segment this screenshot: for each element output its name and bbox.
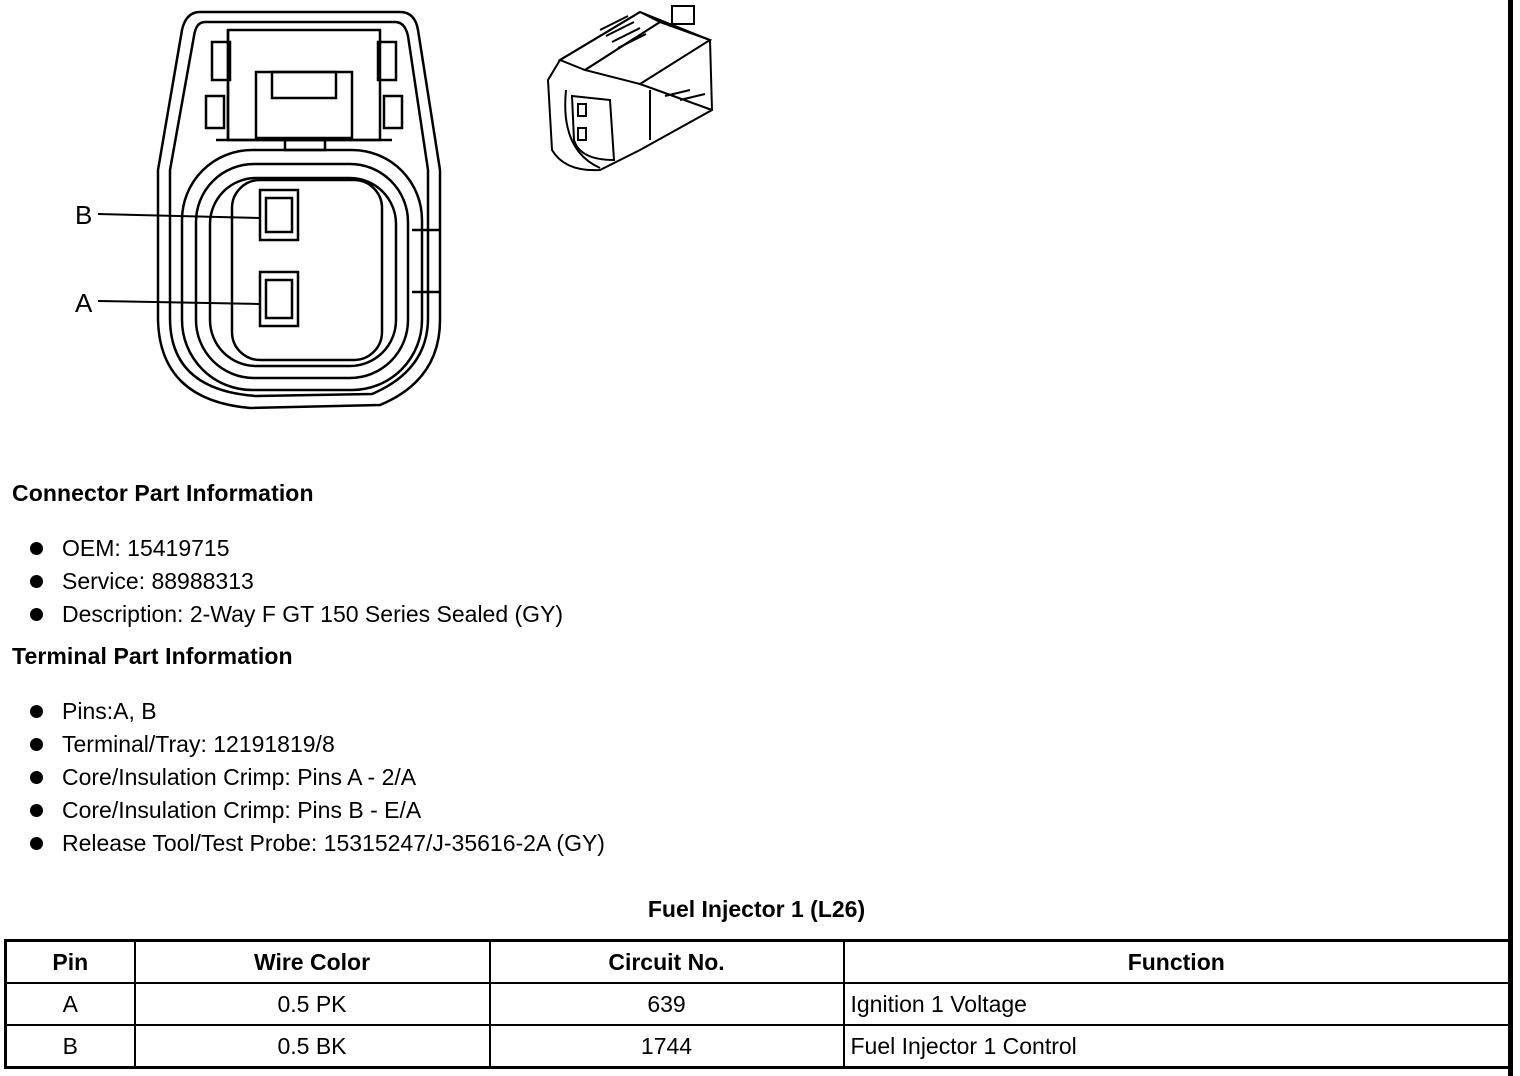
cell-circuit-no: 639 xyxy=(488,982,845,1026)
table-header-row: Pin Wire Color Circuit No. Function xyxy=(4,939,1511,984)
list-item: Core/Insulation Crimp: Pins B - E/A xyxy=(30,794,605,827)
table-row: B 0.5 BK 1744 Fuel Injector 1 Control xyxy=(4,1024,1511,1069)
header-function: Function xyxy=(842,939,1511,984)
bullet-icon xyxy=(30,542,43,555)
cell-wire-color: 0.5 BK xyxy=(133,1024,491,1069)
cell-function: Ignition 1 Voltage xyxy=(842,982,1511,1026)
list-item-text: Core/Insulation Crimp: Pins A - 2/A xyxy=(62,764,417,790)
table-title: Fuel Injector 1 (L26) xyxy=(647,896,866,922)
list-item: Release Tool/Test Probe: 15315247/J-3561… xyxy=(30,827,605,860)
cell-wire-color: 0.5 PK xyxy=(133,982,491,1026)
list-item: OEM: 15419715 xyxy=(30,532,563,565)
list-item: Terminal/Tray: 12191819/8 xyxy=(30,728,605,761)
list-item: Description: 2-Way F GT 150 Series Seale… xyxy=(30,598,563,631)
pin-table: Pin Wire Color Circuit No. Function A 0.… xyxy=(4,939,1511,1069)
list-item: Service: 88988313 xyxy=(30,565,563,598)
list-item-text: Core/Insulation Crimp: Pins B - E/A xyxy=(62,797,422,823)
connector-isometric-diagram xyxy=(546,5,714,172)
list-item: Pins:A, B xyxy=(30,695,605,728)
cell-circuit-no: 1744 xyxy=(488,1024,845,1069)
terminal-part-heading: Terminal Part Information xyxy=(12,643,293,669)
bullet-icon xyxy=(30,771,43,784)
list-item-text: Pins:A, B xyxy=(62,698,157,724)
table-row: A 0.5 PK 639 Ignition 1 Voltage xyxy=(4,982,1511,1026)
connector-part-heading: Connector Part Information xyxy=(12,480,314,506)
terminal-part-list: Pins:A, B Terminal/Tray: 12191819/8 Core… xyxy=(30,695,605,860)
list-item-text: Terminal/Tray: 12191819/8 xyxy=(62,731,335,757)
list-item-text: Service: 88988313 xyxy=(62,568,254,594)
pin-label-a: A xyxy=(75,288,93,318)
cell-pin: B xyxy=(4,1024,136,1069)
list-item-text: OEM: 15419715 xyxy=(62,535,230,561)
header-wire-color: Wire Color xyxy=(133,939,491,984)
connector-part-list: OEM: 15419715 Service: 88988313 Descript… xyxy=(30,532,563,631)
bullet-icon xyxy=(30,575,43,588)
list-item-text: Release Tool/Test Probe: 15315247/J-3561… xyxy=(62,830,605,856)
cell-function: Fuel Injector 1 Control xyxy=(842,1024,1511,1069)
bullet-icon xyxy=(30,608,43,621)
list-item: Core/Insulation Crimp: Pins A - 2/A xyxy=(30,761,605,794)
bullet-icon xyxy=(30,705,43,718)
list-item-text: Description: 2-Way F GT 150 Series Seale… xyxy=(62,601,564,627)
bullet-icon xyxy=(30,738,43,751)
bullet-icon xyxy=(30,837,43,850)
pin-label-b: B xyxy=(75,200,92,230)
header-pin: Pin xyxy=(4,939,136,984)
page-border-rule xyxy=(1508,0,1513,1076)
connector-face-diagram: B A xyxy=(75,10,442,410)
bullet-icon xyxy=(30,804,43,817)
cell-pin: A xyxy=(4,982,136,1026)
header-circuit-no: Circuit No. xyxy=(488,939,845,984)
